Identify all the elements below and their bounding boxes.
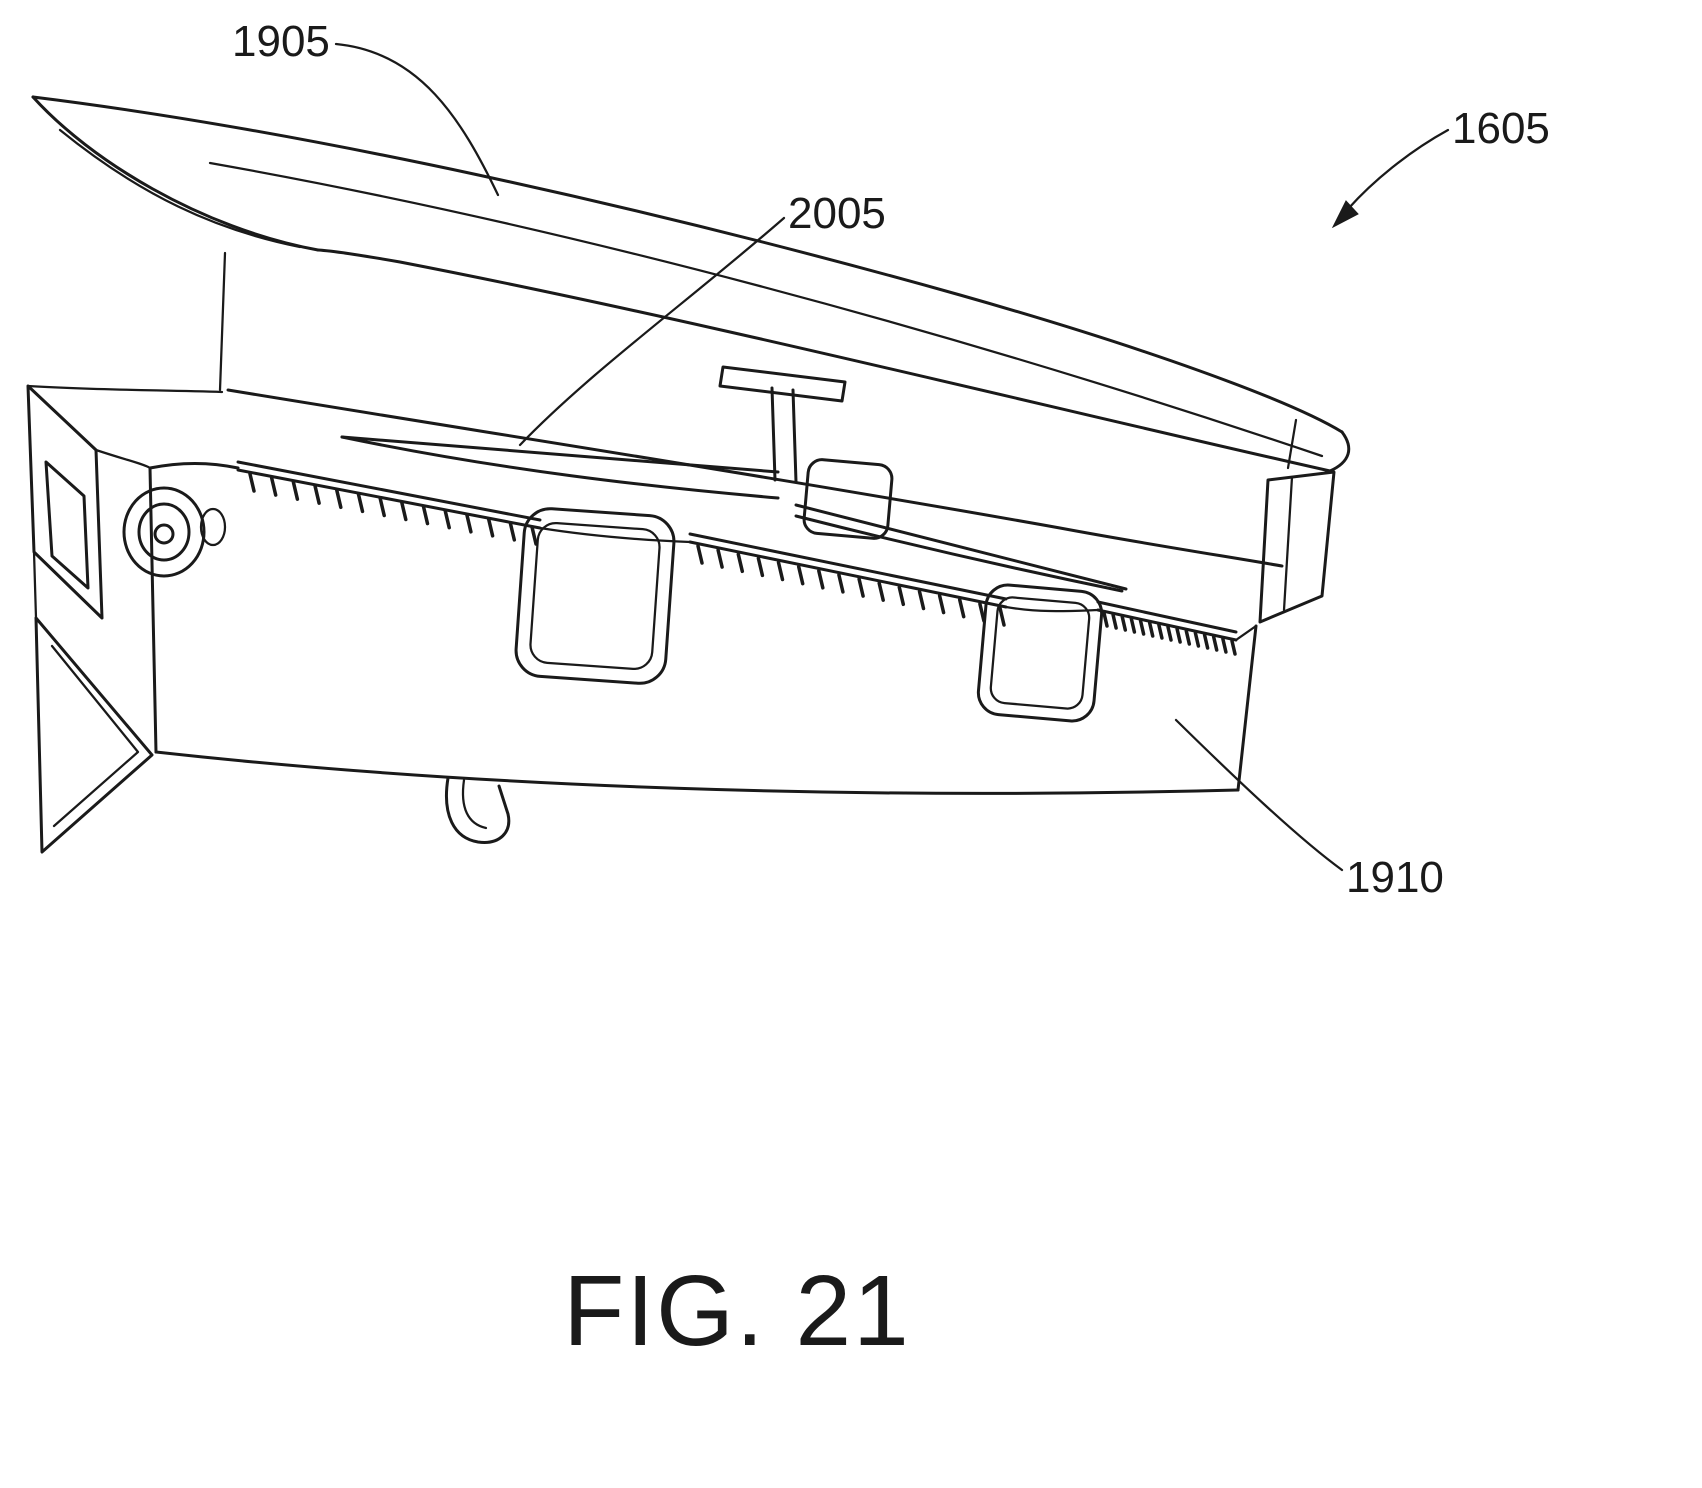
lid-left-connector xyxy=(218,251,227,392)
serration-baseline-3-top xyxy=(1096,600,1238,634)
roller-hub xyxy=(153,523,175,545)
lid-bottom-edge xyxy=(316,248,1332,473)
blade-lower-right xyxy=(794,514,1124,593)
teeth-row-3 xyxy=(1102,611,1237,656)
clip-right-inner xyxy=(989,596,1091,710)
tray-body xyxy=(148,460,1258,795)
left-panel-slot xyxy=(44,460,90,590)
right-panel-inner-line xyxy=(1282,475,1294,612)
top-cover xyxy=(31,95,1351,473)
interior-assembly xyxy=(26,251,1284,593)
lid-right-cap xyxy=(1328,430,1351,473)
body-left-edge xyxy=(148,466,158,754)
body-top-right-corner xyxy=(1234,624,1258,642)
lower-left-flap-inner xyxy=(50,644,140,828)
blade-upper-right xyxy=(794,503,1128,591)
reference-annotations: 1905 2005 1605 1910 xyxy=(232,17,1550,902)
teeth-row-2 xyxy=(696,544,1006,627)
left-panel-outline xyxy=(26,384,104,620)
lid-left-inner-curve xyxy=(58,128,302,249)
lid-left-cap xyxy=(31,95,320,252)
hook-tab xyxy=(445,776,511,844)
hook-inner xyxy=(461,778,488,830)
interior-shelf-line xyxy=(226,388,1284,568)
ref-label-1605: 1605 xyxy=(1452,104,1550,153)
arrowhead-1605 xyxy=(1331,200,1359,229)
lower-left-flap xyxy=(34,616,154,854)
blade-lower-left xyxy=(340,435,780,500)
lid-right-inner-line xyxy=(1286,418,1298,470)
leader-line-1905 xyxy=(334,42,500,197)
clip-left-inner xyxy=(529,522,661,670)
blade-upper-left xyxy=(340,435,780,474)
right-panel-outline xyxy=(1258,470,1336,624)
body-right-edge xyxy=(1236,624,1258,792)
lid-inner-highlight xyxy=(208,161,1324,458)
left-panel-body-join xyxy=(94,448,152,470)
figure-caption: FIG. 21 xyxy=(563,1255,910,1367)
left-panel-lower-edge xyxy=(32,550,38,620)
leader-line-1910 xyxy=(1174,718,1344,872)
body-bottom-edge xyxy=(154,750,1240,795)
serration-baseline-3 xyxy=(1096,608,1238,642)
leader-line-1605 xyxy=(1346,128,1450,211)
serration-baseline-2 xyxy=(688,540,1008,609)
leader-line-2005 xyxy=(518,216,786,447)
ref-label-2005: 2005 xyxy=(788,189,886,238)
center-block xyxy=(802,458,894,540)
device-drawing xyxy=(26,95,1351,854)
teeth-row-1 xyxy=(248,472,538,546)
center-bracket-left xyxy=(770,386,777,482)
ref-label-1905: 1905 xyxy=(232,17,330,66)
lid-top-edge xyxy=(31,95,1344,434)
hook-outer xyxy=(445,776,511,844)
baseline-connector-1 xyxy=(538,526,692,544)
ref-label-1910: 1910 xyxy=(1346,853,1444,902)
body-top-left-edge xyxy=(148,462,240,470)
roller-outer-circle xyxy=(122,486,206,578)
serration-baseline-2-top xyxy=(688,532,1008,601)
center-bracket-right xyxy=(791,388,798,484)
roller-middle-circle xyxy=(137,502,191,562)
interior-top-line xyxy=(26,384,224,394)
roller-side-boss xyxy=(199,507,227,547)
center-notch xyxy=(718,365,847,403)
left-end-assembly xyxy=(26,384,227,854)
clip-left-outer xyxy=(514,507,676,685)
serration-baseline-1-top xyxy=(236,460,542,522)
clip-right-outer xyxy=(976,583,1104,723)
retaining-clips xyxy=(514,507,1104,723)
right-end-panel xyxy=(1258,470,1336,624)
serration-baseline-1 xyxy=(236,468,542,530)
baseline-connector-2 xyxy=(1004,605,1100,613)
